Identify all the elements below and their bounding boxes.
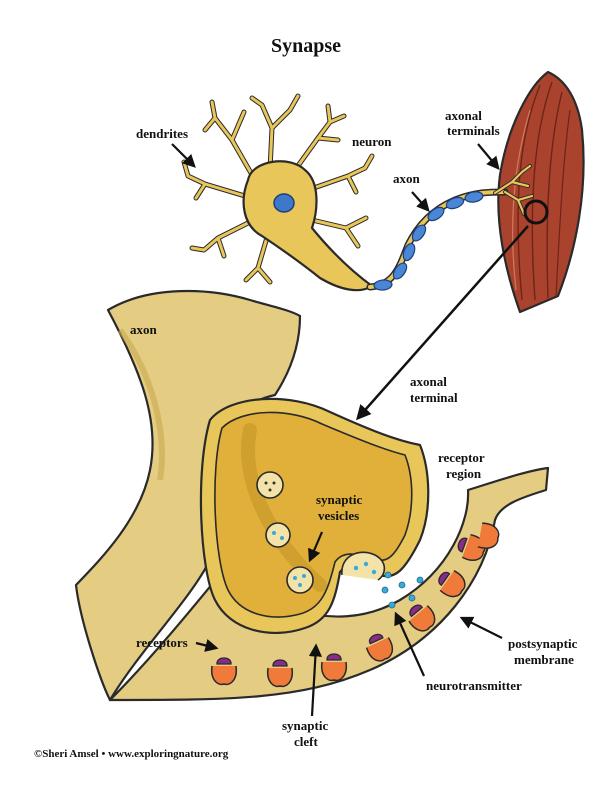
label-synaptic-cleft-line1: synaptic [282, 718, 328, 733]
nucleus [273, 193, 295, 213]
label-axonal-terminal-line2: terminal [410, 390, 458, 405]
neuron-illustration [181, 93, 549, 292]
zoom-arrow [356, 225, 529, 421]
muscle-illustration [497, 70, 585, 314]
receptors-group [210, 522, 500, 688]
label-axonal-terminal: axonal terminal [410, 374, 458, 405]
label-dendrites: dendrites [136, 126, 188, 141]
arrow-synaptic-vesicles [308, 531, 324, 563]
synapse-closeup [74, 289, 550, 702]
label-receptor-region: receptor region [438, 450, 488, 481]
label-synaptic-vesicles-line2: vesicles [318, 508, 359, 523]
arrow-postsynaptic-membrane [459, 616, 503, 639]
label-synaptic-vesicles-line1: synaptic [316, 492, 362, 507]
label-receptor-region-line1: receptor [438, 450, 485, 465]
label-axonal-terminal-line1: axonal [410, 374, 447, 389]
label-synaptic-cleft: synaptic cleft [282, 718, 331, 749]
label-synaptic-cleft-line2: cleft [294, 734, 318, 749]
label-axonal-terminals-line1: axonal [445, 108, 482, 123]
arrow-axon-top [411, 191, 430, 212]
label-receptor-region-line2: region [446, 466, 482, 481]
label-axon-top: axon [393, 171, 421, 186]
myelin-sheath [373, 191, 484, 291]
label-axon-large: axon [130, 322, 158, 337]
synaptic-vesicle-group [256, 471, 386, 594]
label-neuron: neuron [352, 134, 392, 149]
arrow-neurotransmitter [394, 611, 426, 677]
label-postsynaptic-membrane: postsynaptic membrane [508, 636, 581, 667]
arrow-axonal-terminals [477, 143, 500, 171]
arrow-receptors [195, 639, 219, 652]
neurotransmitter-molecules [381, 571, 424, 609]
label-synaptic-vesicles: synaptic vesicles [316, 492, 365, 523]
credit-text: ©Sheri Amsel • www.exploringnature.org [34, 748, 229, 760]
diagram-title: Synapse [271, 35, 341, 57]
label-axonal-terminals: axonal terminals [445, 108, 500, 138]
label-postsynaptic-membrane-line1: postsynaptic [508, 636, 578, 651]
arrow-synaptic-cleft [308, 643, 322, 717]
arrow-dendrites [171, 143, 196, 168]
label-axonal-terminals-line2: terminals [447, 123, 500, 138]
muscle-body [497, 70, 585, 314]
label-postsynaptic-membrane-line2: membrane [514, 652, 574, 667]
label-neurotransmitter: neurotransmitter [426, 678, 522, 693]
label-receptors: receptors [136, 635, 188, 650]
magnify-circle [523, 199, 549, 225]
